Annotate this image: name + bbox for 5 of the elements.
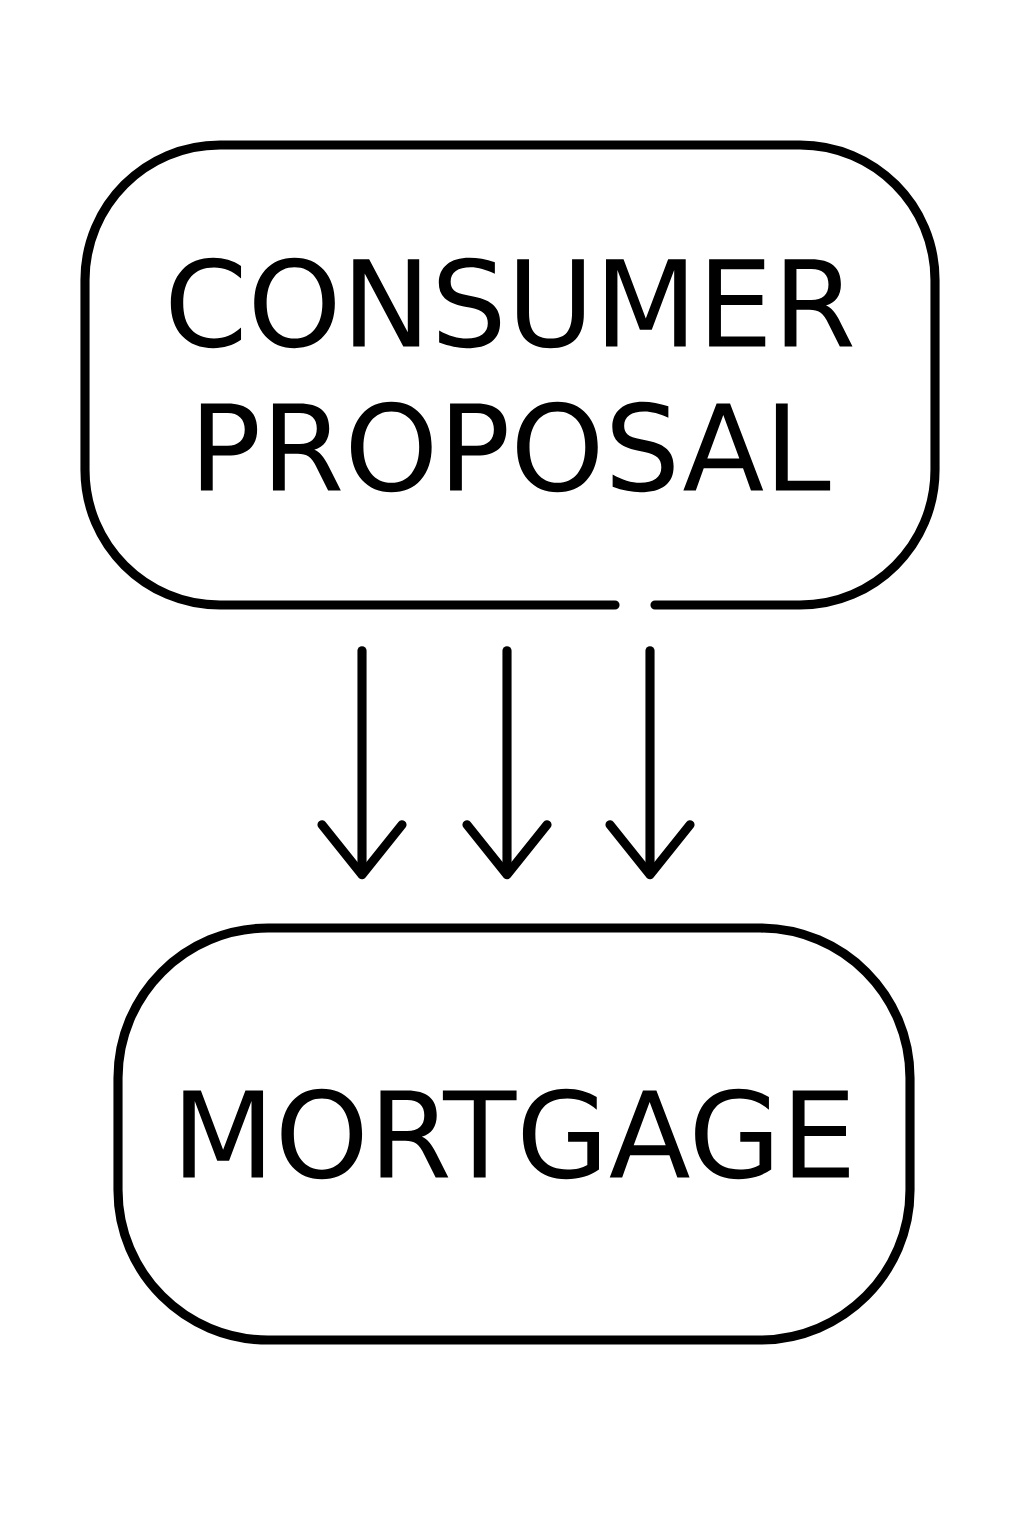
arrow bbox=[605, 646, 695, 880]
rounded-box: MORTGAGE bbox=[113, 923, 915, 1345]
arrow bbox=[462, 646, 552, 880]
rounded-box: CONSUMER PROPOSAL bbox=[80, 140, 940, 610]
arrow bbox=[317, 646, 407, 880]
